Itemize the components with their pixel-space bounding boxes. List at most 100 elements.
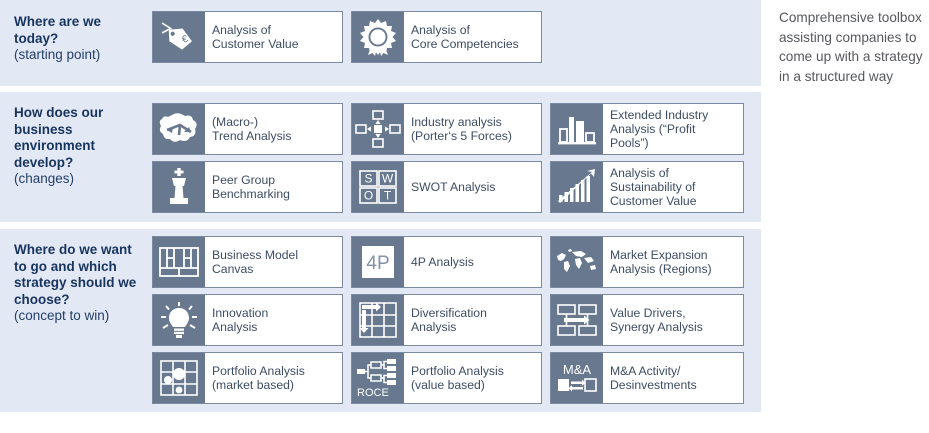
band-3-heading: Where do we want to go and which strateg… [14, 242, 137, 307]
trend-arrows-cloud-icon [153, 104, 205, 154]
tile-market-expansion-analysis-regions[interactable]: Market Expansion Analysis (Regions) [550, 236, 744, 288]
tile-label-line2: Benchmarking [212, 187, 290, 201]
tile-label: Analysis of Customer Value [205, 12, 342, 62]
tile-label: Portfolio Analysis (value based) [404, 353, 541, 403]
tile-label: Peer Group Benchmarking [205, 162, 342, 212]
band-strategy-choice: Where do we want to go and which strateg… [0, 229, 761, 412]
svg-text:ROCE: ROCE [357, 387, 389, 398]
swot-grid-icon: S W O T [352, 162, 404, 212]
world-map-icon [551, 237, 603, 287]
canvas-grid-icon [153, 237, 205, 287]
tile-label-line1: Market Expansion [610, 247, 708, 262]
tile-label: Value Drivers, Synergy Analysis [603, 295, 743, 345]
tile-label-line2: Analysis (“Profit [610, 121, 696, 136]
tile-label-line2: Trend Analysis [212, 129, 292, 143]
svg-text:O: O [364, 189, 373, 203]
tile-analysis-of-core-competencies[interactable]: Analysis of Core Competencies [351, 11, 542, 63]
tile-macro-trend-analysis[interactable]: (Macro-) Trend Analysis [152, 103, 343, 155]
price-tag-euro-icon: € [153, 12, 205, 62]
tile-label-line2: Canvas [212, 262, 254, 276]
tile-label-line2: Core Competencies [411, 37, 519, 51]
tile-label: SWOT Analysis [404, 162, 541, 212]
svg-text:€: € [181, 34, 190, 46]
tile-analysis-of-sustainability-of-customer-value[interactable]: Analysis of Sustainability of Customer V… [550, 161, 744, 213]
tile-label-line2: Analysis (Regions) [610, 262, 712, 276]
tile-label-line1: Industry analysis [411, 114, 502, 129]
band-where-are-we-today: Where are we today? (starting point) € [0, 0, 761, 86]
tile-label: M&A Activity/ Desinvestments [603, 353, 743, 403]
tile-diversification-analysis[interactable]: Diversification Analysis [351, 294, 542, 346]
band-2-heading: How does our business environment develo… [14, 105, 104, 170]
tile-label-line1: M&A Activity/ [610, 363, 681, 378]
tile-label-line2: Analysis [212, 320, 258, 334]
tile-label-line2: Desinvestments [610, 378, 697, 392]
bar-chart-icon [551, 104, 603, 154]
tile-label: Analysis of Core Competencies [404, 12, 541, 62]
tile-label: (Macro-) Trend Analysis [205, 104, 342, 154]
tile-label-line3: Pools”) [610, 136, 649, 151]
bcg-matrix-icon [153, 353, 205, 403]
tile-label-line1: Analysis of [411, 22, 470, 37]
svg-text:M&A: M&A [563, 362, 592, 377]
tile-label: Portfolio Analysis (market based) [205, 353, 342, 403]
band-1-heading: Where are we today? [14, 14, 102, 46]
tile-label-line2: Synergy Analysis [610, 320, 703, 334]
tile-label: Innovation Analysis [205, 295, 342, 345]
tile-label-line1: Analysis of [212, 22, 271, 37]
tile-label-line3: Customer Value [610, 194, 697, 209]
tile-label-line2: Analysis [411, 320, 457, 334]
tile-label-line1: Diversification [411, 305, 487, 320]
tile-ma-activity-desinvestments[interactable]: M&A M&A Activity/ Desinvestments [550, 352, 744, 404]
tile-label-line2: (Porter‘s 5 Forces) [411, 129, 512, 143]
tile-label-line1: Peer Group [212, 172, 276, 187]
tile-innovation-analysis[interactable]: Innovation Analysis [152, 294, 343, 346]
tile-label-line2: Customer Value [212, 37, 299, 51]
ma-exchange-icon: M&A [551, 353, 603, 403]
tile-label-line1: Portfolio Analysis [411, 363, 504, 378]
tile-label: 4P Analysis [404, 237, 541, 287]
tile-label-line1: 4P Analysis [411, 254, 474, 269]
band-1-subheading: (starting point) [14, 47, 101, 62]
four-p-icon: 4P [352, 237, 404, 287]
tile-label-line2: Sustainability of [610, 179, 696, 194]
tile-value-drivers-synergy-analysis[interactable]: Value Drivers, Synergy Analysis [550, 294, 744, 346]
diversification-matrix-icon [352, 295, 404, 345]
tile-label-line2: (value based) [411, 378, 485, 392]
tile-label: Business Model Canvas [205, 237, 342, 287]
roce-tree-icon: ROCE [352, 353, 404, 403]
tile-extended-industry-analysis-profit-pools[interactable]: Extended Industry Analysis (“Profit Pool… [550, 103, 744, 155]
tile-label-line1: SWOT Analysis [411, 179, 496, 194]
tile-portfolio-analysis-market-based[interactable]: Portfolio Analysis (market based) [152, 352, 343, 404]
five-forces-diagram-icon [352, 104, 404, 154]
value-driver-tree-icon [551, 295, 603, 345]
tile-analysis-of-customer-value[interactable]: € Analysis of Customer Value [152, 11, 343, 63]
tile-industry-analysis-porters-5-forces[interactable]: Industry analysis (Porter‘s 5 Forces) [351, 103, 542, 155]
tile-label-line1: Portfolio Analysis [212, 363, 305, 378]
tile-label: Market Expansion Analysis (Regions) [603, 237, 743, 287]
band-1-label: Where are we today? (starting point) [14, 14, 144, 64]
svg-text:T: T [384, 189, 392, 203]
lightbulb-icon [153, 295, 205, 345]
growth-arrow-chart-icon [551, 162, 603, 212]
band-3-subheading: (concept to win) [14, 308, 110, 323]
tile-label-line1: Innovation [212, 305, 269, 320]
tile-label-line1: Business Model [212, 247, 299, 262]
tile-label-line2: (market based) [212, 378, 294, 392]
tile-label: Extended Industry Analysis (“Profit Pool… [603, 104, 743, 154]
tile-business-model-canvas[interactable]: Business Model Canvas [152, 236, 343, 288]
tile-swot-analysis[interactable]: S W O T SWOT Analysis [351, 161, 542, 213]
tile-label: Analysis of Sustainability of Customer V… [603, 162, 743, 212]
tile-4p-analysis[interactable]: 4P 4P Analysis [351, 236, 542, 288]
tile-label-line1: (Macro-) [212, 114, 259, 129]
tile-label: Industry analysis (Porter‘s 5 Forces) [404, 104, 541, 154]
tile-label-line1: Value Drivers, [610, 305, 686, 320]
award-rosette-icon [352, 12, 404, 62]
band-business-environment: How does our business environment develo… [0, 92, 761, 222]
band-2-label: How does our business environment develo… [14, 105, 144, 188]
tile-label-line1: Analysis of [610, 165, 669, 180]
tile-peer-group-benchmarking[interactable]: Peer Group Benchmarking [152, 161, 343, 213]
tile-portfolio-analysis-value-based[interactable]: ROCE Portfolio Analysis (value based) [351, 352, 542, 404]
svg-text:W: W [382, 172, 394, 186]
side-caption: Comprehensive toolbox assisting companie… [779, 10, 923, 84]
